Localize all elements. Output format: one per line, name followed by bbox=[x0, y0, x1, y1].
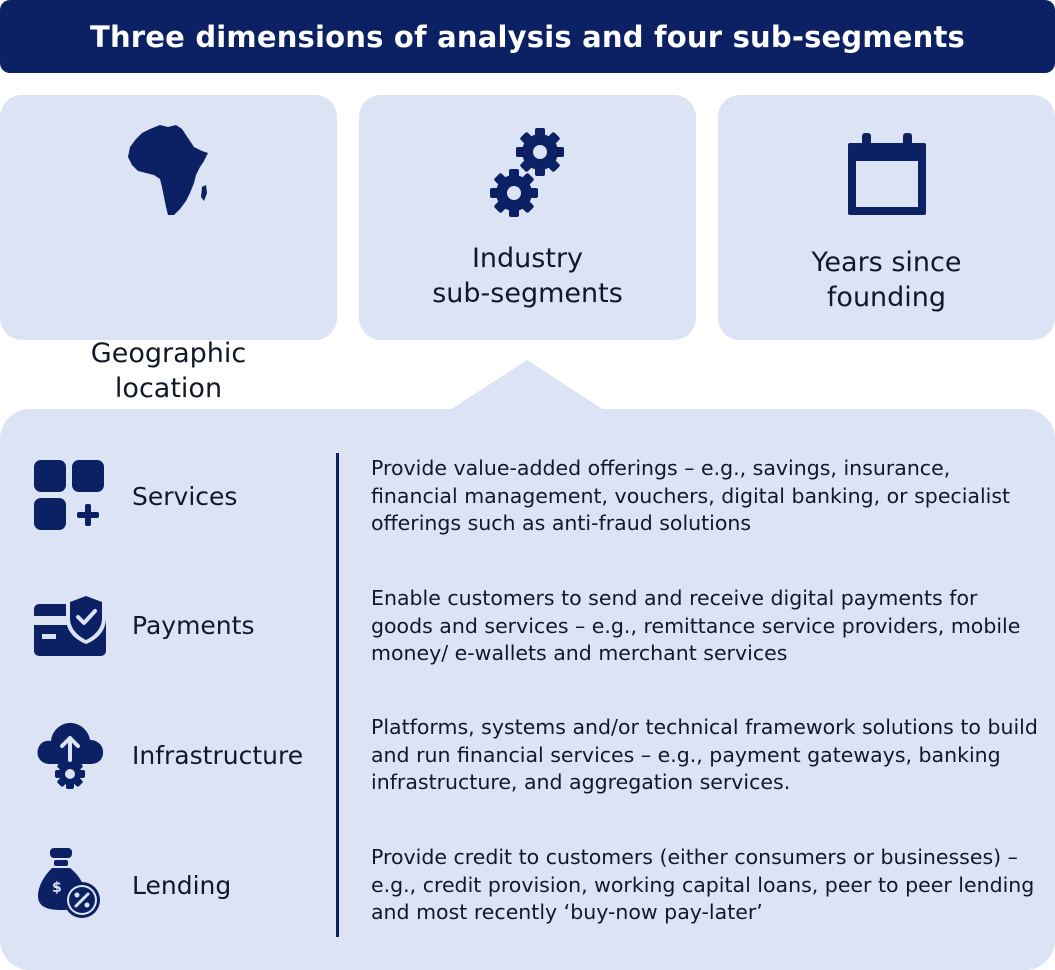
segment-description-infrastructure: Platforms, systems and/or technical fram… bbox=[371, 715, 1038, 794]
segment-description-payments: Enable customers to send and receive dig… bbox=[371, 586, 1021, 665]
segment-name-payments: Payments bbox=[132, 611, 255, 640]
svg-text:$: $ bbox=[52, 880, 62, 896]
sub-segments-panel bbox=[0, 409, 1055, 970]
column-divider bbox=[336, 453, 339, 937]
segment-description-services: Provide value-added offerings – e.g., sa… bbox=[371, 456, 1011, 535]
calendar-icon bbox=[847, 133, 926, 215]
dimension-label: Industry sub-segments bbox=[432, 243, 623, 309]
page-title: Three dimensions of analysis and four su… bbox=[89, 19, 966, 54]
dimension-card-years: Years since founding bbox=[718, 95, 1055, 340]
dimension-label: Geographic location bbox=[90, 338, 247, 404]
money-bag-percent-icon: $ bbox=[38, 848, 100, 918]
card-shield-icon bbox=[34, 592, 106, 656]
dimension-card-geographic: Geographic location bbox=[0, 95, 337, 404]
dimension-label: Years since founding bbox=[811, 247, 962, 313]
apps-plus-icon bbox=[34, 460, 104, 530]
title-banner: Three dimensions of analysis and four su… bbox=[0, 0, 1055, 73]
segment-name-infrastructure: Infrastructure bbox=[132, 741, 304, 770]
segment-name-services: Services bbox=[132, 482, 238, 511]
segment-description-lending: Provide credit to customers (either cons… bbox=[371, 845, 1035, 924]
segment-name-lending: Lending bbox=[132, 871, 232, 900]
africa-map-icon bbox=[127, 125, 208, 215]
cloud-upload-gear-icon bbox=[37, 722, 104, 789]
gears-icon bbox=[489, 128, 564, 217]
pointer-arrow bbox=[447, 360, 607, 412]
dimension-card-industry: Industry sub-segments bbox=[359, 95, 696, 340]
